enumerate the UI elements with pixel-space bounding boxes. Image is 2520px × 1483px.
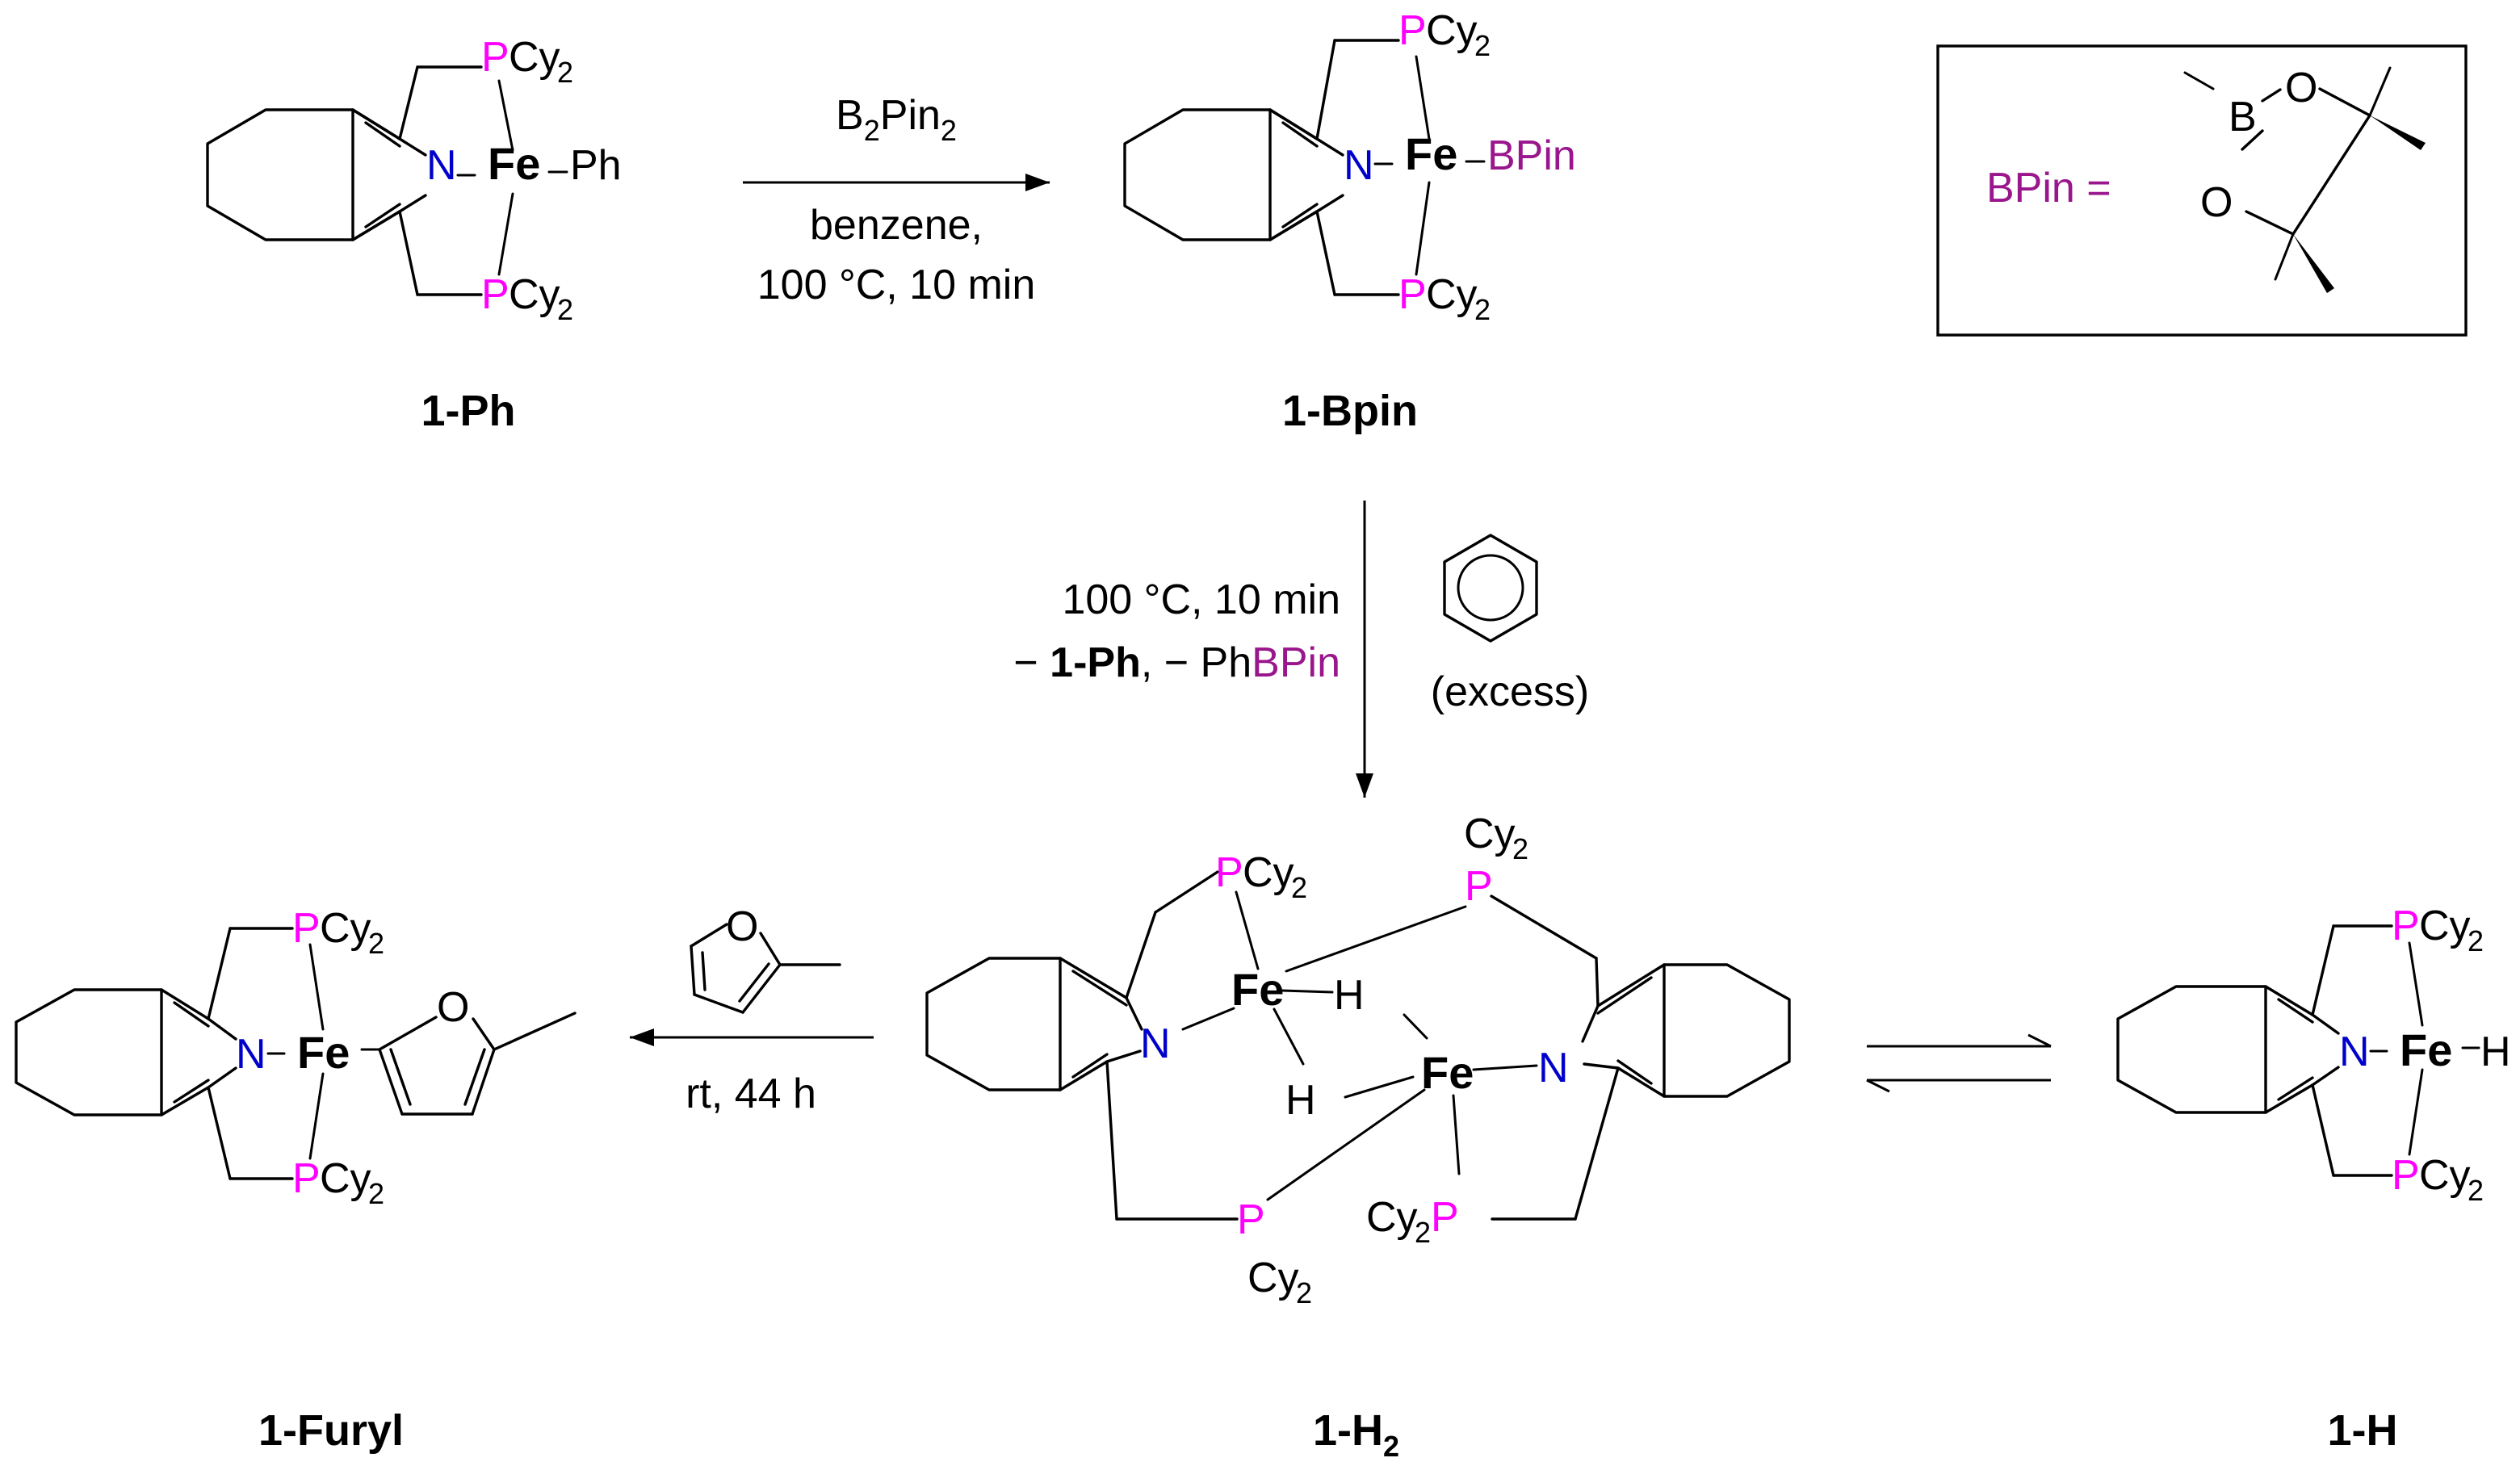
- bond-lines: [206, 65, 568, 296]
- bond-lines: [925, 870, 1791, 1221]
- cyclohexyl-2-subscript: 2: [1512, 832, 1528, 865]
- phenyl-label: Ph: [570, 142, 622, 189]
- compound-1-ph: P Cy 2 N Fe Ph P Cy 2: [206, 34, 622, 326]
- bpin-ligand-label: BPin: [1487, 132, 1576, 179]
- furyl-oxygen-label: O: [437, 984, 469, 1031]
- hydride-1-label: H: [1334, 972, 1365, 1019]
- methylfuran-reagent: [690, 923, 841, 1014]
- phosphorus-bottom-label: P: [292, 1155, 321, 1202]
- methylfuran-oxygen-label: O: [726, 903, 758, 950]
- iron-label: Fe: [297, 1027, 350, 1078]
- compound-label-1-h: 1-H: [2327, 1406, 2397, 1455]
- reagent-b2pin2: B2Pin2: [836, 92, 957, 147]
- compound-label-1-h2: 1-H2: [1313, 1406, 1399, 1463]
- cyclohexyl-bottom-subscript: 2: [368, 1177, 384, 1210]
- cyclohexyl-4-label: Cy: [1366, 1194, 1418, 1241]
- cyclohexyl-top-label: Cy: [509, 34, 560, 81]
- cyclohexyl-top-subscript: 2: [2468, 924, 2484, 957]
- cyclohexyl-top-subscript: 2: [368, 927, 384, 960]
- iron-1-label: Fe: [1231, 964, 1284, 1015]
- iron-label: Fe: [2400, 1024, 2452, 1075]
- conditions-step2: 100 °C, 10 min: [1062, 576, 1340, 623]
- phosphorus-4-label: P: [1431, 1194, 1459, 1241]
- cyclohexyl-1-label: Cy: [1243, 849, 1294, 896]
- wedge-methyl-bottom: [2293, 234, 2334, 293]
- conditions-step1: 100 °C, 10 min: [757, 262, 1036, 308]
- cyclohexyl-top-label: Cy: [320, 905, 371, 952]
- phosphorus-bottom-label: P: [2392, 1152, 2420, 1199]
- cyclohexyl-4-subscript: 2: [1415, 1216, 1431, 1249]
- iron-label: Fe: [1405, 128, 1457, 179]
- legend-label: BPin =: [1986, 165, 2111, 212]
- compound-label-1-ph: 1-Ph: [421, 387, 515, 435]
- additive-note: (excess): [1431, 668, 1589, 715]
- compound-1-bpin: P Cy 2 N Fe BPin P Cy 2: [1123, 7, 1576, 326]
- phosphorus-bottom-label: P: [481, 271, 509, 318]
- wedge-methyl-top: [2370, 115, 2426, 150]
- phosphorus-top-label: P: [292, 905, 321, 952]
- legend-frame: [1936, 44, 2468, 337]
- nitrogen-label: N: [1344, 142, 1374, 189]
- phosphorus-top-label: P: [2392, 903, 2420, 949]
- legend-oxygen-top-label: O: [2285, 65, 2317, 111]
- iron-2-label: Fe: [1421, 1047, 1474, 1098]
- cyclohexyl-bottom-subscript: 2: [557, 293, 573, 326]
- compound-1-furyl: P Cy 2 N Fe O P Cy 2: [15, 905, 577, 1210]
- cyclohexyl-bottom-label: Cy: [1426, 271, 1478, 318]
- phosphorus-3-label: P: [1237, 1196, 1265, 1243]
- nitrogen-label: N: [426, 142, 457, 189]
- benzene-structure: [1443, 534, 1538, 643]
- pinacolate-ring: [2183, 66, 2426, 293]
- compound-1-h2: P Cy 2 Cy 2 P Fe H H Fe N N P Cy 2 Cy 2 …: [925, 811, 1791, 1309]
- nitrogen-label: N: [236, 1031, 266, 1078]
- bpin-legend: BPin = B O O: [1936, 44, 2468, 337]
- cyclohexyl-1-subscript: 2: [1291, 871, 1307, 904]
- cyclohexyl-top-label: Cy: [2419, 903, 2471, 949]
- byproducts-step2: − 1-Ph, − PhBPin: [1013, 639, 1340, 686]
- bond-lines: [15, 927, 577, 1180]
- compound-1-h: P Cy 2 N Fe H P Cy 2: [2116, 903, 2511, 1207]
- hydride-2-label: H: [1285, 1077, 1316, 1124]
- iron-label: Fe: [488, 138, 540, 189]
- hydride-label: H: [2480, 1028, 2511, 1075]
- solvent-benzene: benzene,: [810, 202, 983, 249]
- equilibrium-arrows: [1866, 1033, 2052, 1093]
- nitrogen-label: N: [2339, 1028, 2370, 1075]
- compound-label-1-bpin: 1-Bpin: [1282, 387, 1418, 435]
- cyclohexyl-2-label: Cy: [1464, 811, 1516, 857]
- bond-lines: [2116, 924, 2480, 1177]
- cyclohexyl-top-subscript: 2: [557, 56, 573, 89]
- cyclohexyl-bottom-label: Cy: [2419, 1152, 2471, 1199]
- phosphorus-top-label: P: [481, 34, 509, 81]
- conditions-step3: rt, 44 h: [686, 1070, 816, 1117]
- compound-label-1-furyl: 1-Furyl: [258, 1406, 404, 1455]
- cyclohexyl-bottom-label: Cy: [509, 271, 560, 318]
- cyclohexyl-3-subscript: 2: [1296, 1276, 1312, 1309]
- phosphorus-2-label: P: [1465, 863, 1493, 910]
- legend-oxygen-bottom-label: O: [2200, 179, 2233, 226]
- phosphorus-bottom-label: P: [1398, 271, 1427, 318]
- legend-boron-label: B: [2229, 94, 2257, 140]
- nitrogen-2-label: N: [1538, 1045, 1569, 1091]
- cyclohexyl-3-label: Cy: [1247, 1255, 1299, 1301]
- cyclohexyl-bottom-label: Cy: [320, 1155, 371, 1202]
- bond-lines: [1123, 39, 1486, 296]
- cyclohexyl-bottom-subscript: 2: [1474, 293, 1491, 326]
- nitrogen-1-label: N: [1140, 1020, 1171, 1067]
- cyclohexyl-bottom-subscript: 2: [2468, 1174, 2484, 1207]
- cyclohexyl-top-subscript: 2: [1474, 29, 1491, 62]
- phosphorus-top-label: P: [1398, 7, 1427, 54]
- phosphorus-1-label: P: [1215, 849, 1243, 896]
- cyclohexyl-top-label: Cy: [1426, 7, 1478, 54]
